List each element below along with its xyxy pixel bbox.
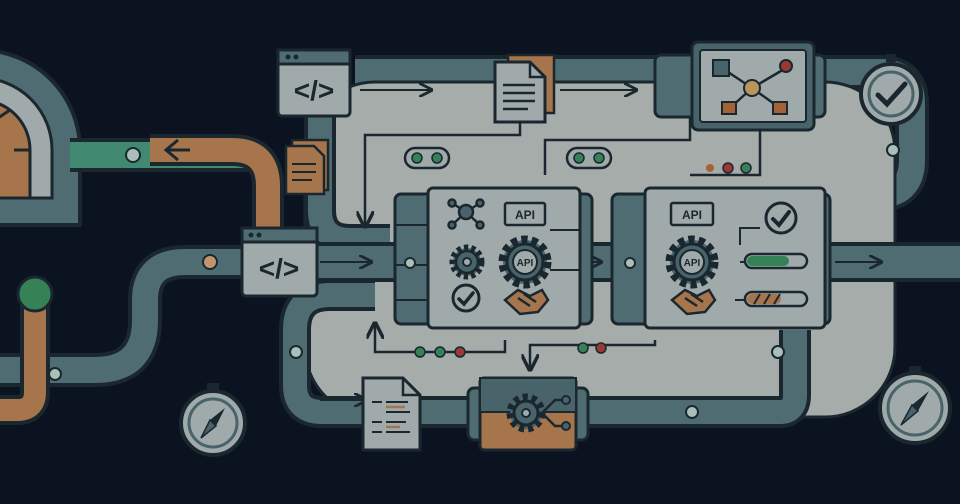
api-label-upper-right: API (682, 208, 702, 222)
status-lights-bottom-left (414, 346, 466, 358)
api-label-upper-left: API (515, 208, 535, 222)
api-label-gear-right: API (684, 258, 701, 269)
code-window-icon-top: </> (276, 48, 352, 118)
compass-icon-left (179, 383, 247, 457)
clock-check-icon (859, 54, 923, 126)
code-window-icon-middle: </> (240, 226, 319, 298)
handshake-icon-left (503, 288, 550, 316)
gear-icon-left-small (449, 244, 485, 280)
api-tag-right: API (669, 201, 715, 227)
code-glyph-top: </> (294, 75, 334, 106)
document-icon-side (284, 138, 330, 196)
progress-bar-icon-green (743, 252, 809, 270)
workflow-diagram-icon (653, 40, 827, 132)
network-node-icon (447, 198, 485, 230)
api-gear-icon-right: API (665, 235, 719, 289)
code-glyph-middle: </> (259, 253, 299, 284)
status-pill-top-mid (565, 146, 613, 170)
api-gear-icon-left: API (498, 235, 552, 289)
handshake-icon-right (670, 288, 717, 316)
api-label-gear-left: API (517, 258, 534, 269)
incoming-pipes (0, 134, 284, 425)
gear-workflow-icon-bottom (466, 376, 590, 452)
document-icon-top (493, 53, 556, 124)
document-icon-bottom (361, 376, 422, 452)
api-panel-left: API API (393, 186, 594, 330)
status-lights-bottom-right (577, 342, 607, 354)
api-tag-left: API (503, 201, 547, 227)
progress-bar-icon-orange (743, 290, 809, 308)
checkmark-icon-right (764, 201, 798, 235)
gauge-icon (0, 50, 82, 227)
checkmark-icon-left (451, 283, 481, 313)
api-panel-right: API API (610, 186, 832, 330)
status-lights-top-right (706, 162, 752, 174)
status-pill-top-left (403, 146, 451, 170)
compass-icon-right (878, 366, 952, 445)
